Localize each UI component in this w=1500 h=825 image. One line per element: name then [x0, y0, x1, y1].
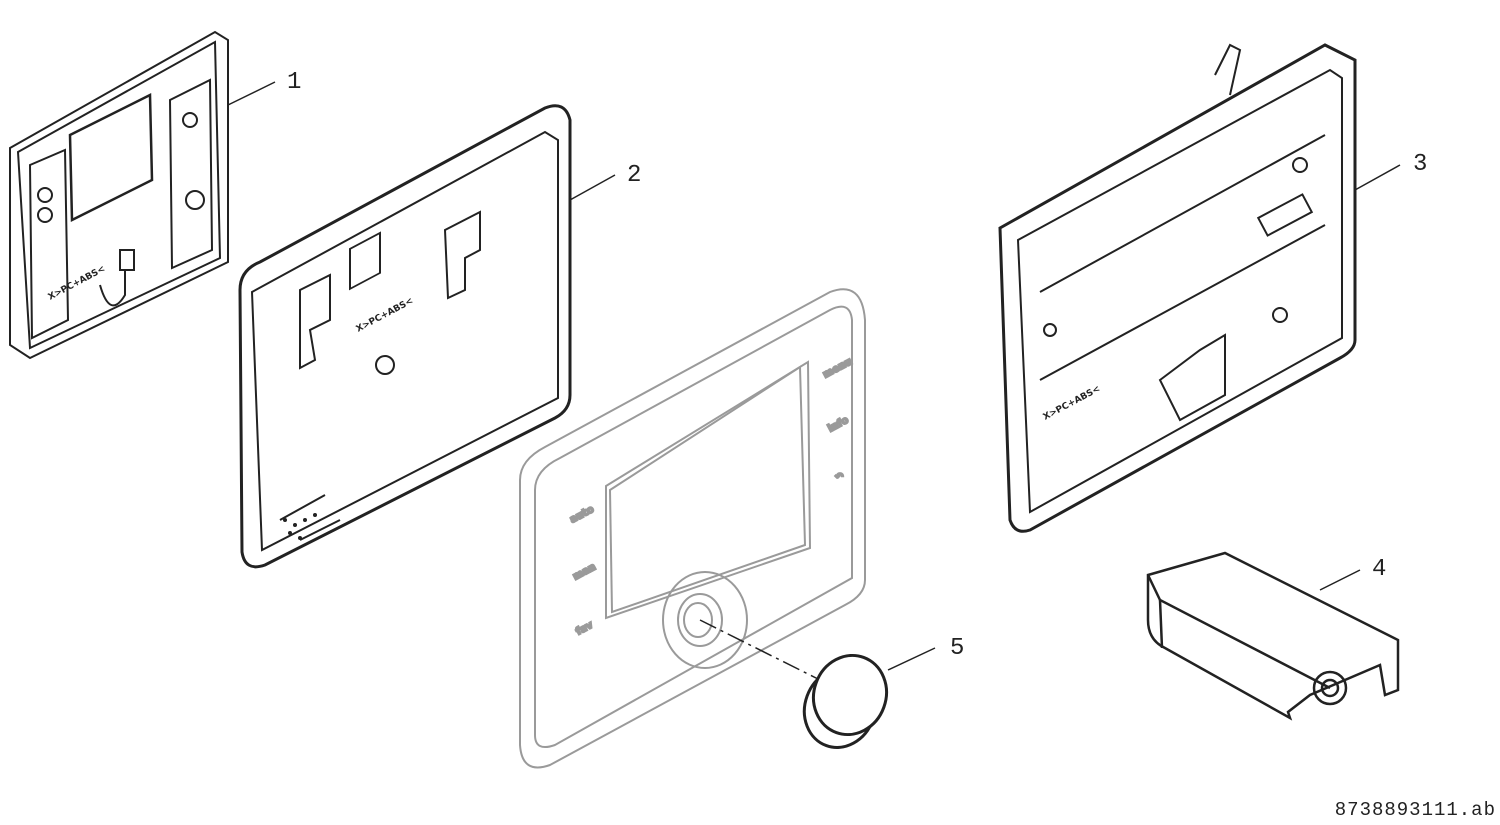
part-4-cover	[1146, 551, 1400, 721]
part-5-front-panel: menu info ↶ auto man fav	[519, 288, 866, 769]
part-3-frame: X>PC+ABS<	[998, 43, 1357, 533]
callout-2: 2	[627, 162, 641, 189]
part-1-mounting-plate: X>PC+ABS<	[9, 30, 229, 360]
document-id: 8738893111.ab	[1334, 799, 1496, 821]
callout-3: 3	[1413, 151, 1427, 178]
callout-1: 1	[287, 69, 301, 96]
part-2-back-housing: X>PC+ABS<	[238, 104, 572, 569]
back-icon: ↶	[835, 472, 844, 483]
callout-5: 5	[950, 635, 964, 662]
callout-4: 4	[1372, 556, 1386, 583]
leader-lines	[227, 81, 1401, 671]
part-5-knob	[802, 653, 888, 749]
assembly-axis-line	[699, 619, 821, 681]
